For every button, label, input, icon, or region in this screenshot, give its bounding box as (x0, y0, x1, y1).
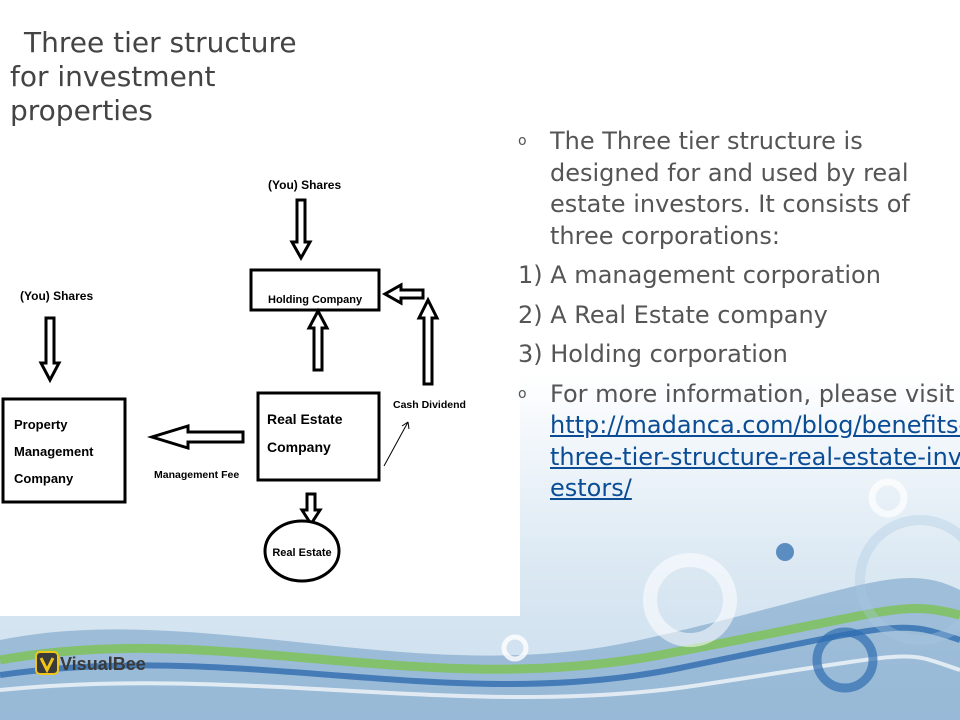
label-rec-2: Company (267, 439, 331, 455)
title-line-3: properties (10, 94, 153, 127)
list-item: 3) Holding corporation (518, 340, 788, 368)
three-tier-diagram: (You) Shares Holding Company Cash Divide… (0, 148, 520, 616)
more-info-text: For more information, please visit (550, 379, 955, 408)
label-real-estate: Real Estate (272, 547, 331, 559)
label-pm-1: Property (14, 417, 68, 432)
intro-paragraph: o The Three tier structure is designed f… (518, 126, 960, 252)
label-management-fee: Management Fee (154, 469, 239, 481)
more-info-link[interactable]: http://madanca.com/blog/benefits-three-t… (550, 411, 960, 502)
arrow-rec-to-real-estate (299, 492, 323, 527)
slide-title: Three tier structure for investment prop… (10, 26, 350, 128)
arrow-shares-to-holding (289, 198, 313, 262)
label-pm-2: Management (14, 444, 94, 459)
visualbee-logo: VisualBee (35, 651, 146, 675)
arrow-cash-dividend-left (381, 282, 425, 306)
label-holding: Holding Company (268, 294, 363, 306)
arrow-shares-to-pm (38, 316, 62, 384)
svg-text:VisualBee: VisualBee (60, 654, 146, 674)
arrow-management-fee (146, 423, 245, 451)
real-estate-oval (263, 519, 341, 583)
circle-bullet-icon: o (518, 385, 527, 402)
label-shares-top: (You) Shares (268, 178, 341, 192)
holding-company-box (249, 268, 381, 312)
circle-bullet-icon: o (518, 133, 527, 149)
label-cash-dividend: Cash Dividend (393, 399, 466, 411)
list-item: 1) A management corporation (518, 261, 881, 289)
label-pm-3: Company (14, 471, 74, 486)
content-area: o The Three tier structure is designed f… (518, 126, 960, 513)
arrow-cash-dividend-up (416, 296, 440, 386)
intro-text: The Three tier structure is designed for… (550, 127, 910, 250)
title-line-1: Three tier structure (24, 26, 297, 59)
more-info-paragraph: o For more information, please visit htt… (518, 379, 960, 505)
property-management-box (1, 397, 127, 504)
list-item: 2) A Real Estate company (518, 300, 828, 329)
label-rec-1: Real Estate (267, 411, 343, 427)
arrow-rec-to-holding (306, 307, 330, 372)
pointer-line (383, 421, 409, 467)
real-estate-company-box (256, 391, 381, 482)
title-line-2: for investment (10, 60, 216, 93)
label-shares-left: (You) Shares (20, 289, 93, 303)
